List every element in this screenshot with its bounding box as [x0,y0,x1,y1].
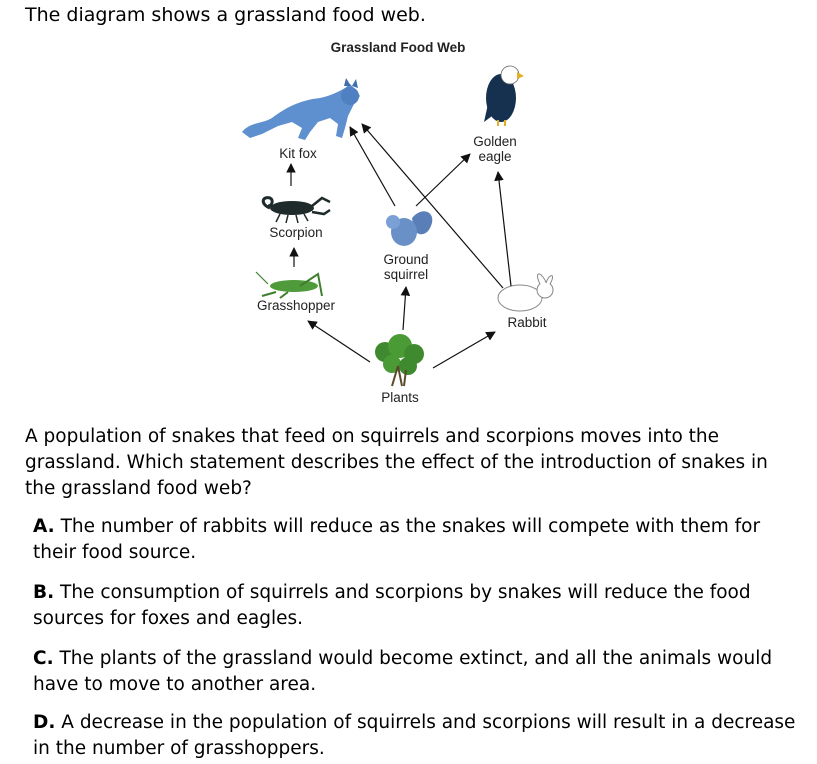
arrow-rabbit-to-kitfox [361,123,504,289]
answer-option-b[interactable]: B. The consumption of squirrels and scor… [33,580,803,632]
option-letter: A. [33,516,55,537]
ground-squirrel-label-line2: squirrel [384,267,428,282]
option-text: The number of rabbits will reduce as the… [33,516,761,563]
rabbit-label: Rabbit [507,315,546,330]
arrow-squirrel-to-eagle [415,153,471,207]
kit-fox-icon [242,78,360,140]
grasshopper-label: Grasshopper [257,298,336,313]
option-letter: C. [33,648,54,669]
scorpion-label: Scorpion [269,225,322,240]
arrow-squirrel-to-kitfox [349,126,396,207]
option-text: A decrease in the population of squirrel… [33,712,796,759]
golden-eagle-label-line1: Golden [473,134,517,149]
answer-option-c[interactable]: C. The plants of the grassland would bec… [33,646,803,698]
question-text: A population of snakes that feed on squi… [25,426,768,499]
arrow-plants-to-rabbit [432,331,496,369]
answer-option-d[interactable]: D. A decrease in the population of squir… [33,710,803,762]
scorpion-icon [261,196,331,224]
diagram-title: Grassland Food Web [331,40,466,55]
golden-eagle-icon [484,65,524,126]
golden-eagle-label-line2: eagle [478,149,511,164]
option-letter: B. [33,582,55,603]
ground-squirrel-label-line1: Ground [383,252,428,267]
arrow-plants-to-grasshopper [307,320,371,363]
plants-label: Plants [381,390,419,405]
option-letter: D. [33,712,56,733]
arrow-rabbit-to-eagle [494,171,512,287]
plants-icon [375,334,424,387]
ground-squirrel-icon [386,211,433,246]
option-text: The plants of the grassland would become… [33,648,773,695]
option-text: The consumption of squirrels and scorpio… [33,582,751,629]
answer-option-a[interactable]: A. The number of rabbits will reduce as … [33,514,803,566]
grasshopper-icon [255,271,323,299]
question-stem: The diagram shows a grassland food web. [25,4,426,26]
arrow-plants-to-squirrel [400,286,411,331]
rabbit-icon [497,273,554,312]
food-web-diagram: Grassland Food Web Kit fox Golden eagle … [242,40,554,405]
kit-fox-label: Kit fox [279,146,317,161]
